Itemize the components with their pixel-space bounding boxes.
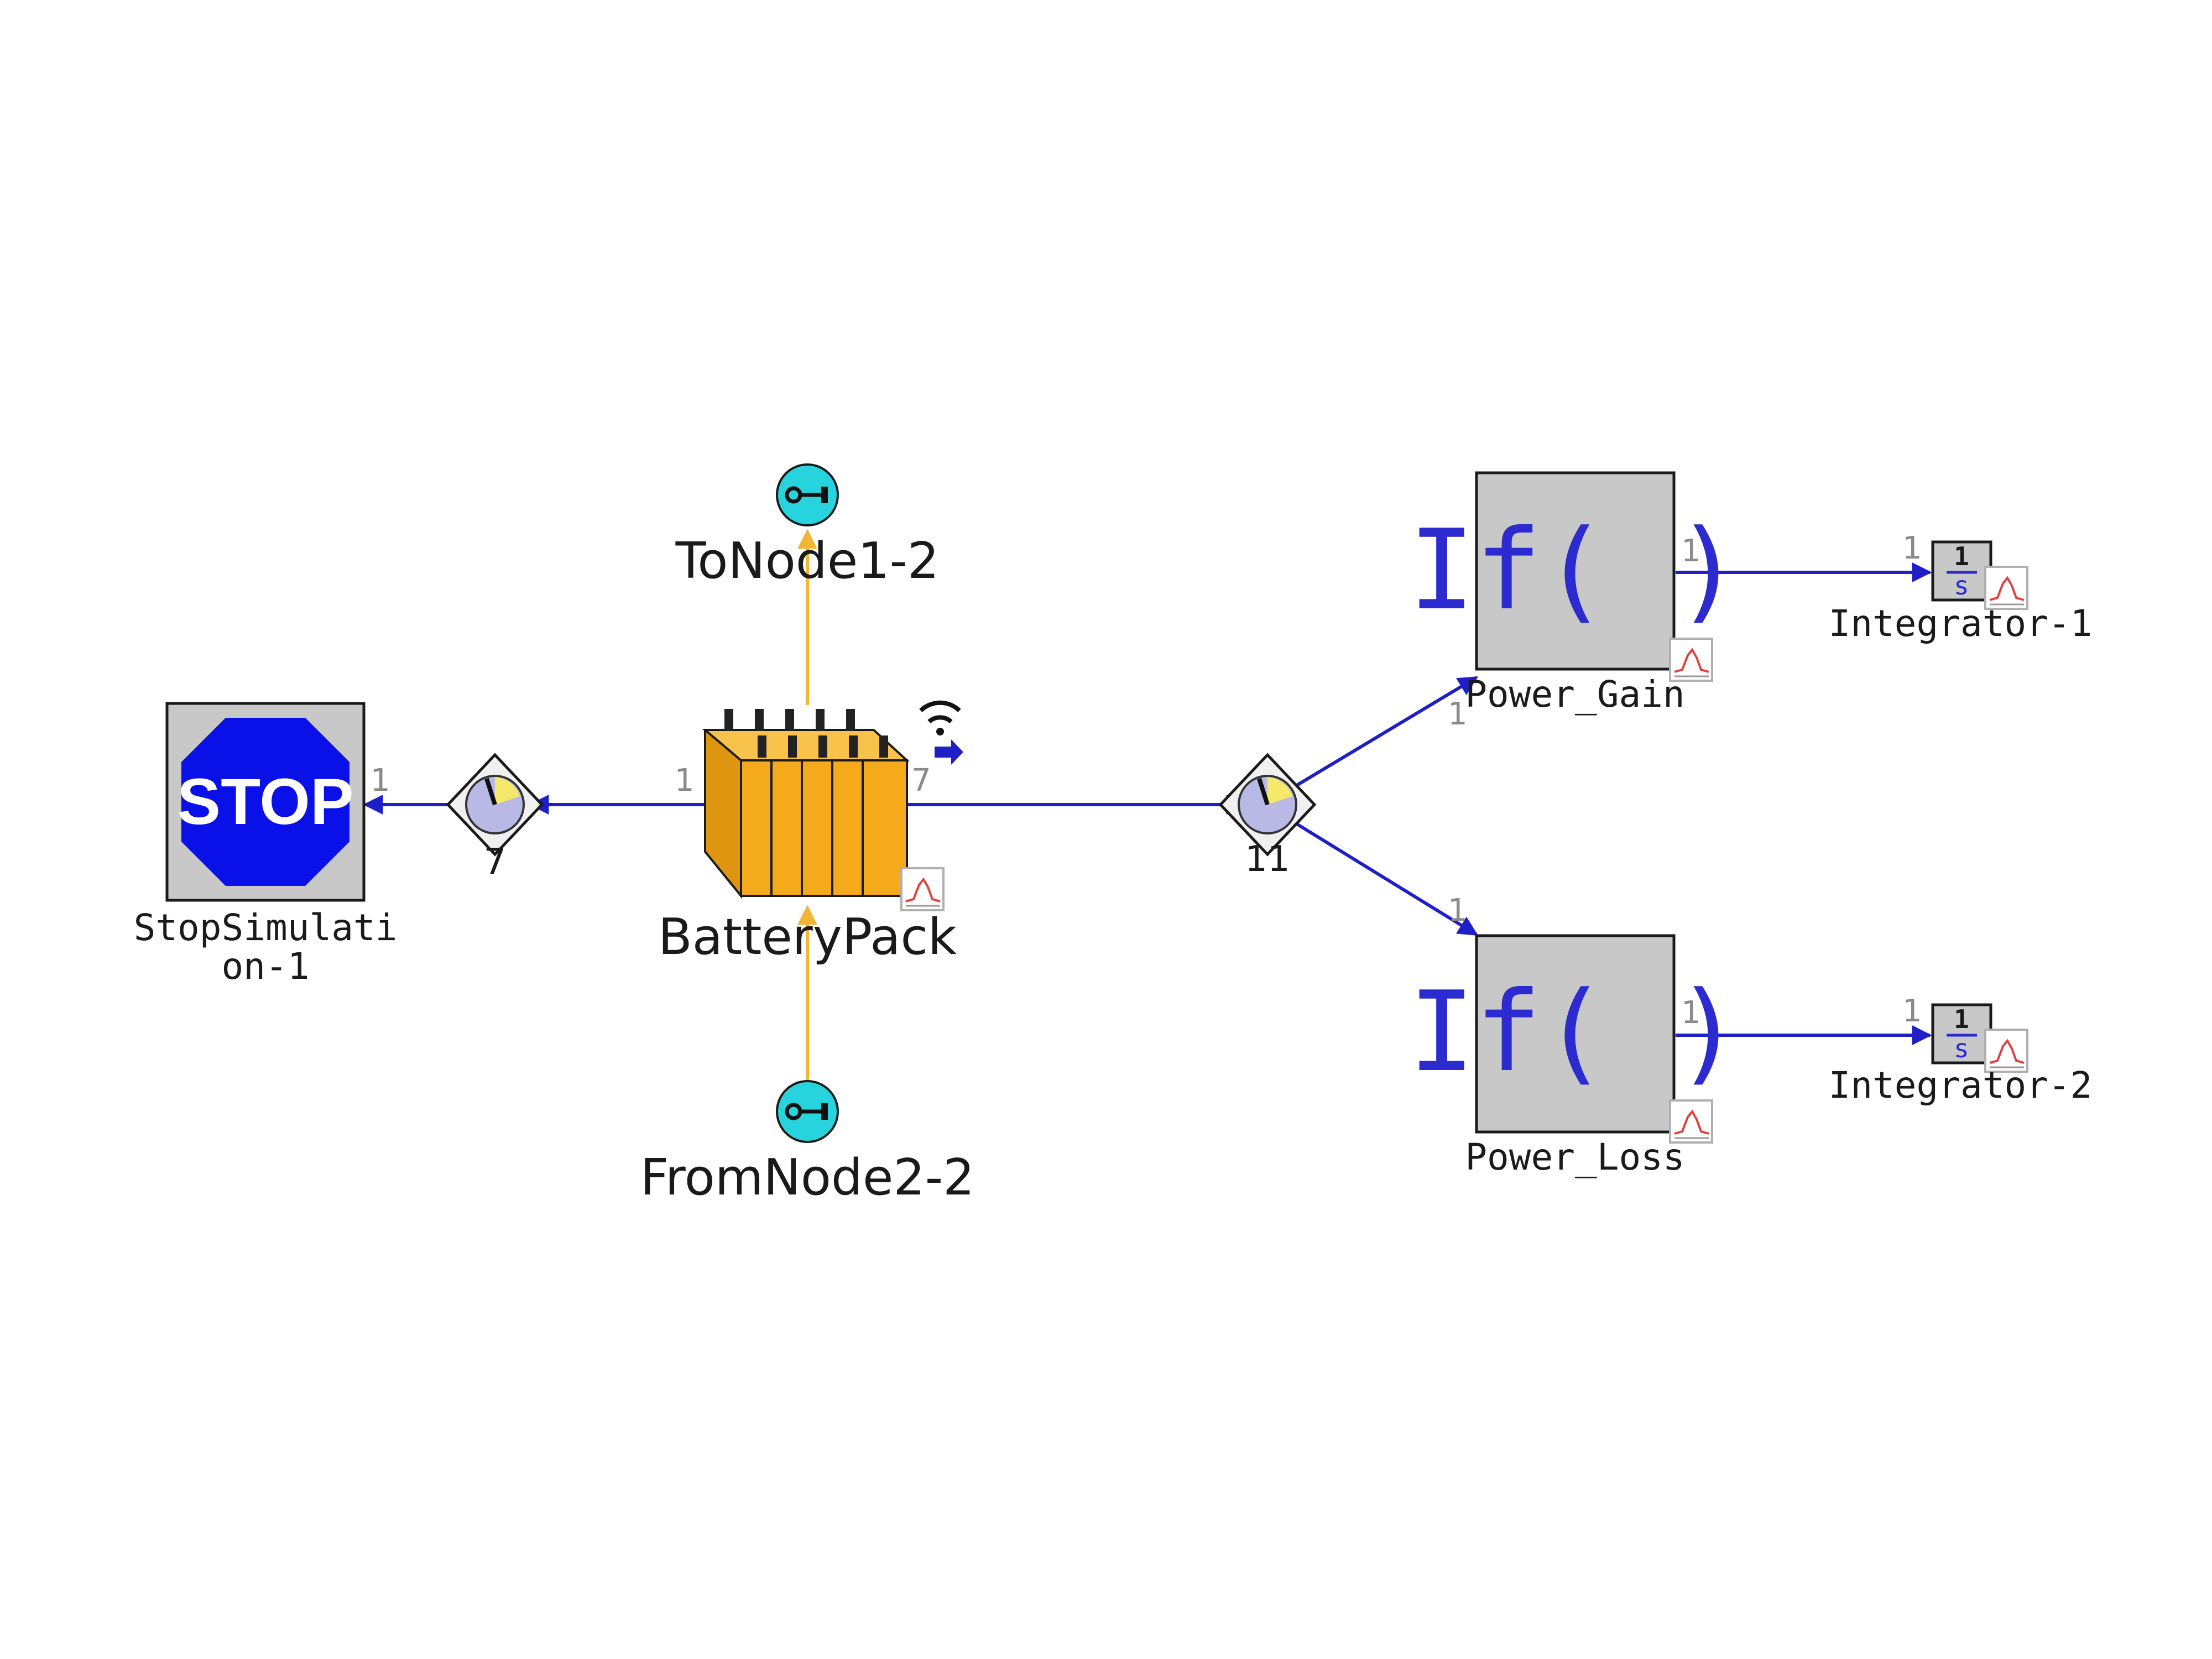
from-node-label: FromNode2-2 (640, 1149, 975, 1207)
battery-plot-icon[interactable] (900, 867, 945, 911)
meter-left-label: 7 (484, 842, 507, 883)
integrator-2-denominator: s (1954, 1034, 1969, 1063)
integrator-1-label: Integrator-1 (1829, 602, 2093, 645)
integrator-2-numerator: 1 (1954, 1004, 1969, 1034)
integrator-icon: 1 s (1931, 1003, 1992, 1065)
to-node-label: ToNode1-2 (675, 532, 940, 590)
power-gain-label: Power_Gain (1465, 673, 1684, 716)
integrator-1-block[interactable]: 1 s 1 Integrator-1 (1829, 530, 2093, 645)
power-loss-label: Power_Loss (1465, 1136, 1684, 1178)
stop-port-in: 1 (371, 763, 390, 799)
integrator-1-port-in: 1 (1902, 530, 1922, 566)
battery-label: BatteryPack (658, 908, 957, 966)
meter-left-block[interactable]: 7 (446, 753, 544, 883)
stop-simulation-block[interactable]: STOP 1 StopSimulati on-1 (134, 702, 398, 988)
power-loss-port-in: 1 (1448, 893, 1468, 928)
integrator-icon: 1 s (1931, 540, 1992, 602)
battery-pack-icon (702, 709, 910, 899)
from-node-block[interactable]: FromNode2-2 (640, 1080, 975, 1207)
stop-text: STOP (177, 765, 353, 838)
power-gain-block[interactable]: If( ) 1 1 Power_Gain (1408, 471, 1741, 732)
integrator-2-label: Integrator-2 (1829, 1064, 2093, 1107)
power-loss-if-text: If( ) (1408, 968, 1741, 1097)
power-gain-port-in: 1 (1448, 696, 1468, 732)
battery-port-right: 7 (911, 763, 931, 799)
power-gain-if-text: If( ) (1408, 506, 1741, 635)
to-node-block[interactable]: ToNode1-2 (675, 463, 940, 590)
power-gain-port-out: 1 (1681, 533, 1701, 569)
wire-meter-to-power-gain[interactable] (1296, 676, 1479, 787)
wire-meter-to-power-loss[interactable] (1296, 822, 1479, 936)
integrator-2-port-in: 1 (1902, 993, 1922, 1029)
meter-icon (1218, 753, 1317, 857)
wireless-icon (919, 700, 963, 765)
stop-sign-icon: STOP (177, 718, 354, 886)
battery-pack-block[interactable]: 1 7 BatteryPack (658, 700, 963, 966)
stop-label-line1: StopSimulati (134, 906, 398, 949)
connectors (363, 529, 1932, 1087)
power-loss-port-out: 1 (1681, 995, 1701, 1031)
network-node-icon (776, 463, 839, 526)
integrator-2-block[interactable]: 1 s 1 Integrator-2 (1829, 993, 2093, 1107)
network-node-icon (776, 1080, 839, 1143)
power-loss-block[interactable]: If( ) 1 1 Power_Loss (1408, 893, 1741, 1178)
integrator-1-denominator: s (1954, 571, 1969, 601)
integrator-1-numerator: 1 (1954, 541, 1969, 571)
meter-icon (446, 753, 544, 857)
meter-right-label: 11 (1245, 839, 1290, 880)
battery-port-left: 1 (675, 763, 695, 799)
stop-label-line2: on-1 (222, 945, 310, 988)
meter-right-block[interactable]: 11 (1218, 753, 1317, 880)
